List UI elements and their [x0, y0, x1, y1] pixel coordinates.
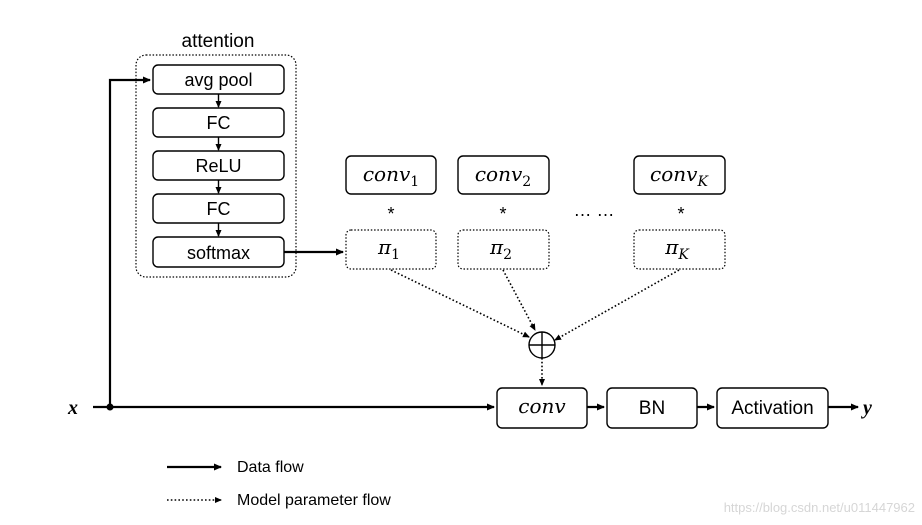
attention-weight-box — [345, 229, 437, 270]
legend-data-flow-label: Data flow — [237, 459, 304, 476]
attention-layer-avg-pool: avg pool — [152, 64, 285, 95]
layer-label: softmax — [187, 243, 250, 263]
aggregation-sum-icon — [528, 331, 556, 359]
watermark: https://blog.csdn.net/u011447962 — [724, 500, 915, 515]
param-flow-arrow-k — [554, 269, 680, 341]
attention-weight-box — [457, 229, 550, 270]
input-x-label: x — [67, 397, 78, 419]
attention-module: attention avg pool FC ReLU FC softmax — [135, 31, 297, 278]
layer-label: FC — [207, 113, 231, 133]
multiply-symbol: * — [387, 204, 394, 224]
conv-kernel-box — [633, 155, 726, 195]
ellipsis: … … — [573, 200, 614, 220]
attention-layer-fc-2: FC — [152, 193, 285, 224]
kernel-k: convK * πK — [633, 155, 726, 270]
kernel-2: conv2 * π2 — [457, 155, 550, 270]
legend: Data flow Model parameter flow — [167, 459, 391, 509]
multiply-symbol: * — [499, 204, 506, 224]
activation-label: Activation — [731, 398, 813, 419]
output-y-label: y — [861, 397, 872, 419]
param-flow-arrow-1 — [390, 269, 530, 338]
attention-layer-softmax: softmax — [152, 236, 285, 268]
attention-weight-label: πK — [664, 235, 690, 263]
legend-param-flow-label: Model parameter flow — [237, 492, 391, 509]
conv-label: conv — [518, 394, 566, 418]
attention-layer-fc-1: FC — [152, 107, 285, 138]
attention-weight-label: π1 — [377, 235, 400, 263]
attention-weight-label: π2 — [489, 235, 512, 263]
aggregated-conv-block: conv — [496, 387, 588, 429]
attention-layer-relu: ReLU — [152, 150, 285, 181]
conv-kernel-label: conv1 — [363, 162, 419, 190]
conv-kernel-label: conv2 — [475, 162, 531, 190]
conv-kernel-label: convK — [650, 162, 709, 190]
conv-kernel-box — [457, 155, 550, 195]
bn-block: BN — [606, 387, 698, 429]
attention-weight-box — [633, 229, 726, 270]
conv-kernel-box — [345, 155, 437, 195]
attention-branch-line — [108, 76, 151, 407]
param-flow-arrow-2 — [502, 269, 536, 331]
activation-block: Activation — [716, 387, 829, 429]
layer-label: ReLU — [195, 156, 241, 176]
layer-label: avg pool — [184, 70, 252, 90]
kernel-1: conv1 * π1 — [345, 155, 437, 270]
multiply-symbol: * — [677, 204, 684, 224]
bn-label: BN — [639, 398, 665, 419]
attention-title: attention — [182, 31, 255, 52]
layer-label: FC — [207, 199, 231, 219]
